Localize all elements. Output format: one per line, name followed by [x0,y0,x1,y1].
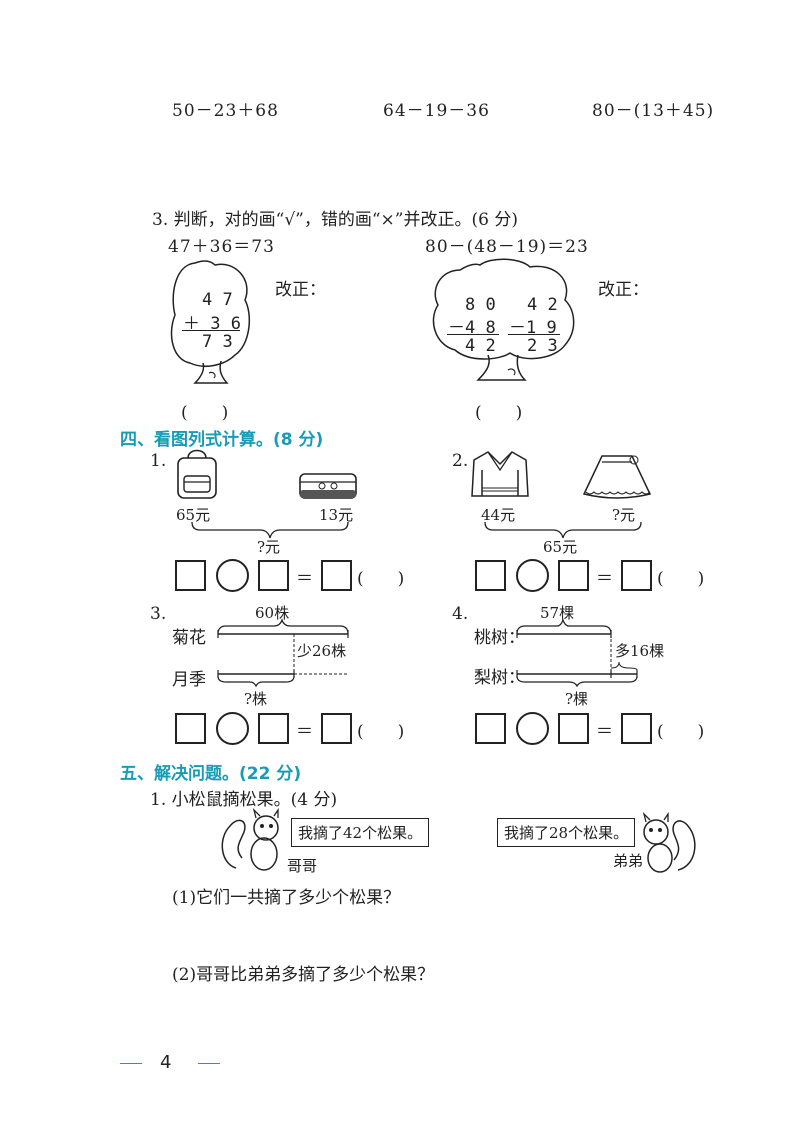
backpack-icon [177,449,217,499]
tree-right-illustration [432,258,575,381]
p4-line-diagram [516,618,638,688]
pencil-case-icon [299,473,357,499]
p4-difference: 多16棵 [615,642,665,660]
p3-unit-paren[interactable]: ( ) [357,722,405,742]
p3-number: 3. [150,604,167,624]
p3-unknown: ?株 [244,690,268,708]
p1-total: ?元 [257,538,281,556]
expression-3: 80－(13＋45) [592,101,715,121]
p1-answer-box-1[interactable] [175,560,206,591]
q3-left-expression: 47＋36＝73 [168,237,275,257]
p2-total: 65元 [543,538,578,556]
calc-right-b-row2: －1 9 [509,318,557,338]
p4-number: 4. [452,604,469,624]
calc-left-row3: 7 3 [202,332,233,352]
sub-question-2: (2)哥哥比弟弟多摘了多少个松果？ [172,965,435,985]
left-squirrel-name: 哥哥 [287,857,318,875]
expression-2: 64－19－36 [383,101,490,121]
p3-operator-circle[interactable] [216,712,249,745]
p1-equals: ＝ [296,569,313,589]
p1-number: 1. [150,451,167,471]
q3-right-expression: 80－(48－19)＝23 [425,237,589,257]
p3-top-total: 60株 [255,604,290,622]
p3-line-diagram [217,618,349,688]
footer-line-left [120,1063,142,1064]
p2-equals: ＝ [596,569,613,589]
p1-left-price: 65元 [176,506,211,524]
q3-right-correction-label: 改正： [598,280,649,300]
sweater-icon [471,451,529,497]
p3-difference: 少26株 [297,642,347,660]
calc-right-a-row2: －4 8 [448,318,496,338]
calc-right-a-row1: 8 0 [465,295,496,315]
calc-right-a-row3: 4 2 [465,336,496,356]
p3-row1-label: 菊花 [172,628,206,648]
calc-left-row2: ＋ 3 6 [183,314,241,334]
page-number: 4 [160,1052,172,1073]
right-speech-bubble: 我摘了28个松果。 [497,818,636,847]
p4-operator-circle[interactable] [516,712,549,745]
p3-answer-box-3[interactable] [321,713,352,744]
tree-left-illustration [170,260,251,384]
p3-answer-box-1[interactable] [175,713,206,744]
section-4-heading: 四、看图列式计算。(8 分) [120,430,324,450]
q3-left-answer-paren[interactable]: ( ) [181,403,229,423]
p4-answer-box-2[interactable] [558,713,589,744]
p4-equals: ＝ [596,722,613,742]
p1-answer-box-3[interactable] [321,560,352,591]
p1-brace [191,521,349,539]
p2-answer-box-2[interactable] [558,560,589,591]
p4-row1-label: 桃树： [474,628,525,648]
q3-title: 3. 判断，对的画“√”，错的画“×”并改正。(6 分) [152,210,518,230]
sub-question-1: (1)它们一共摘了多少个松果？ [172,888,401,908]
p1-right-price: 13元 [319,506,354,524]
p2-answer-box-3[interactable] [621,560,652,591]
p4-row2-label: 梨树： [474,668,525,688]
s5-problem-1-title: 1. 小松鼠摘松果。(4 分) [150,790,338,810]
p2-brace [484,521,642,539]
p2-unit-paren[interactable]: ( ) [657,569,705,589]
p1-operator-circle[interactable] [216,559,249,592]
skirt-icon [582,455,652,499]
calc-right-b-line [508,334,560,335]
q3-right-answer-paren[interactable]: ( ) [475,403,523,423]
p2-operator-circle[interactable] [516,559,549,592]
calc-left-row1: 4 7 [202,290,233,310]
footer-line-right [198,1063,220,1064]
q3-left-correction-label: 改正： [275,280,326,300]
squirrel-left-icon [221,807,279,871]
calc-right-a-line [447,334,499,335]
p3-row2-label: 月季 [172,670,206,690]
expression-1: 50－23＋68 [172,101,279,121]
p2-number: 2. [452,451,469,471]
squirrel-right-icon [642,811,696,873]
calc-left-line [182,330,240,331]
p4-top-total: 57棵 [540,604,575,622]
right-squirrel-name: 弟弟 [613,852,644,870]
section-5-heading: 五、解决问题。(22 分) [120,764,302,784]
p2-left-price: 44元 [481,506,516,524]
p4-unit-paren[interactable]: ( ) [657,722,705,742]
left-speech-bubble: 我摘了42个松果。 [291,818,430,847]
p4-answer-box-1[interactable] [475,713,506,744]
p2-answer-box-1[interactable] [475,560,506,591]
p4-answer-box-3[interactable] [621,713,652,744]
p1-answer-box-2[interactable] [258,560,289,591]
calc-right-b-row1: 4 2 [527,295,558,315]
p3-answer-box-2[interactable] [258,713,289,744]
p3-equals: ＝ [296,722,313,742]
p1-unit-paren[interactable]: ( ) [357,569,405,589]
p2-right-price: ?元 [612,506,636,524]
p4-unknown: ?棵 [565,690,589,708]
calc-right-b-row3: 2 3 [527,336,558,356]
